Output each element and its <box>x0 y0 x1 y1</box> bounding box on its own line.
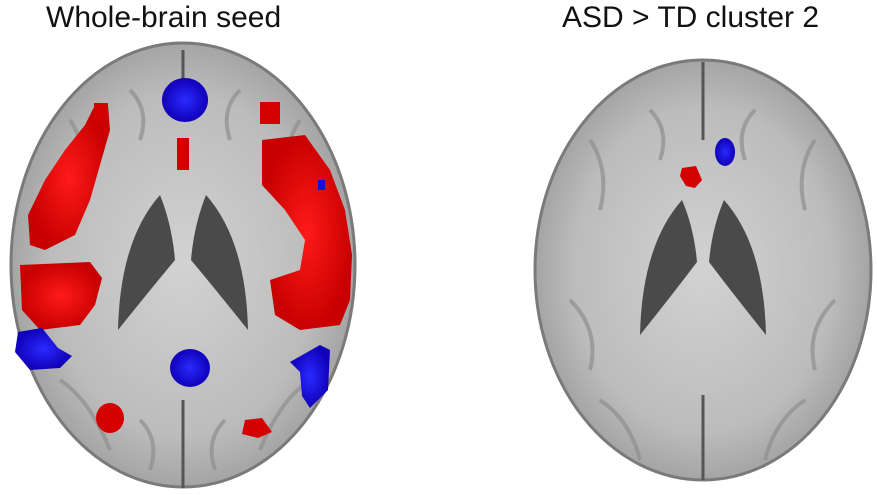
right-red-cluster <box>680 166 702 188</box>
left-brain-slice <box>9 41 357 489</box>
left-brain-ventricle-left <box>118 195 175 330</box>
left-red-cluster-temporal-left <box>20 262 102 330</box>
panel-title-whole-brain-seed: Whole-brain seed <box>46 1 282 34</box>
right-brain-ventricle-left <box>640 200 697 335</box>
right-brain-gyri <box>568 108 837 461</box>
left-red-cluster-frontal-left <box>28 105 110 250</box>
left-blue-cluster-posterior <box>170 349 210 387</box>
left-blue-cluster-parietal-left <box>15 328 72 370</box>
left-blue-cluster-parietal-right <box>290 345 330 408</box>
left-blue-cluster-tiny-right <box>318 180 325 190</box>
right-brain-ventricle-right <box>709 200 766 335</box>
left-red-cluster-midline <box>177 138 189 170</box>
right-brain-slice <box>533 58 873 482</box>
left-red-cluster-small-left-front <box>94 103 108 121</box>
left-red-cluster-occipital-right <box>242 418 272 438</box>
left-red-cluster-frontal-right <box>262 135 352 330</box>
left-brain-ventricle-right <box>191 195 248 330</box>
left-blue-cluster-frontal <box>162 78 208 122</box>
left-red-cluster-small-right-front <box>260 102 280 124</box>
right-blue-cluster <box>715 138 735 166</box>
panel-title-asd-td-cluster-2: ASD > TD cluster 2 <box>562 1 820 34</box>
left-red-cluster-occipital-left <box>96 403 124 433</box>
